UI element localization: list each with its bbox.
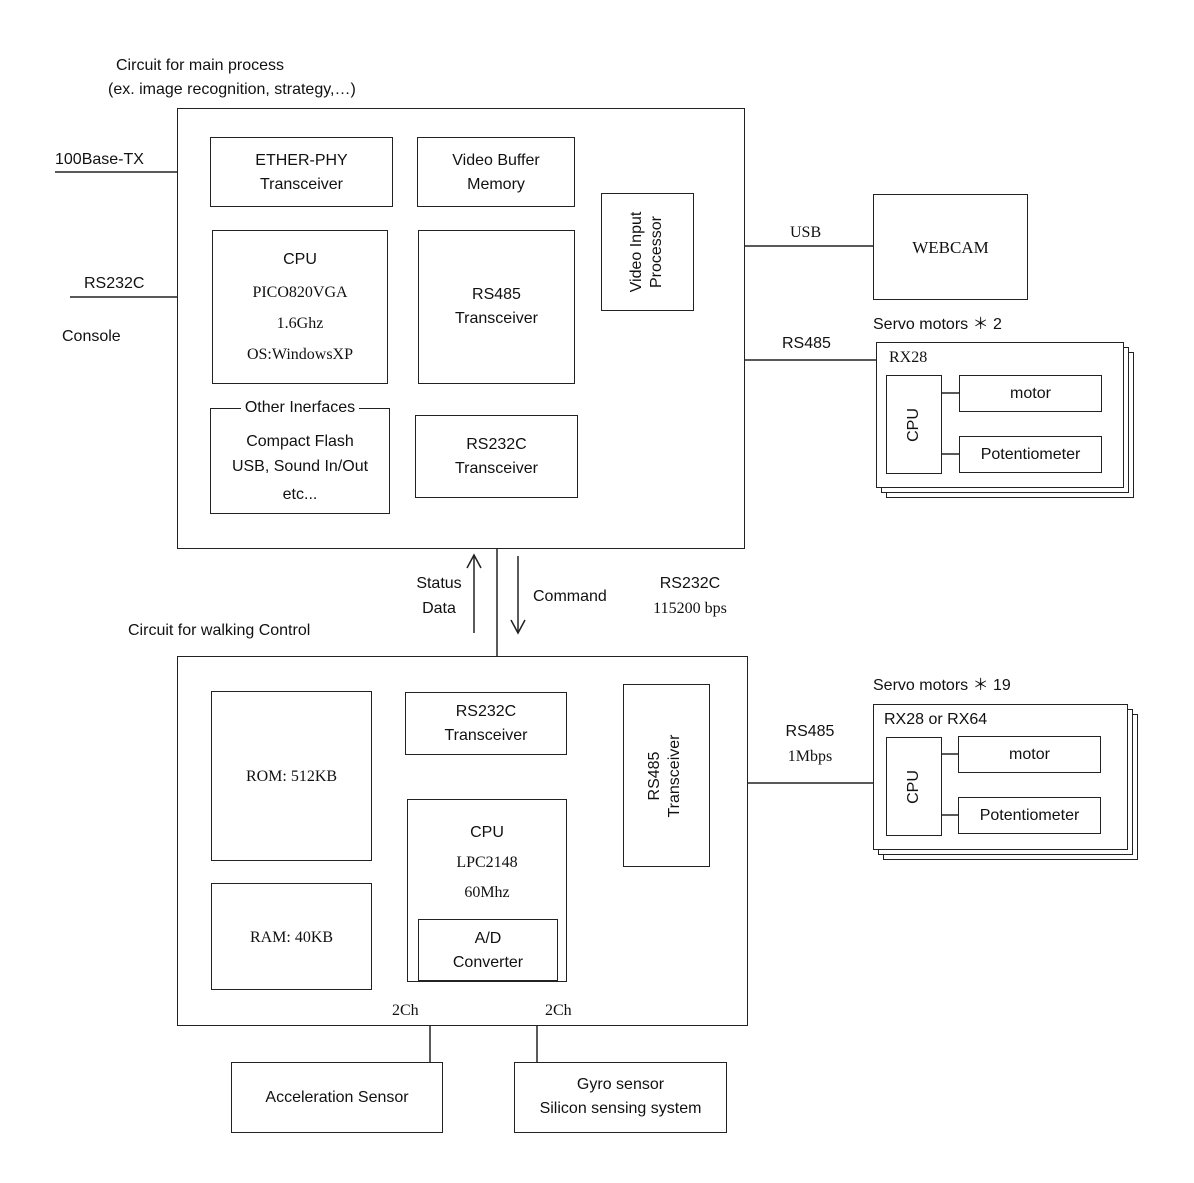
servo-top-link-label: RS485 (782, 335, 831, 352)
rs232c-link-label: RS232C (659, 575, 721, 592)
rom-label: ROM: 512KB (245, 768, 338, 785)
main-cpu-block: CPU PICO820VGA 1.6Ghz OS:WindowsXP (212, 230, 388, 384)
video-buffer-line2: Memory (467, 176, 525, 193)
adc-line2: Converter (452, 954, 524, 971)
acceleration-sensor-label: Acceleration Sensor (265, 1089, 409, 1106)
adc-line1: A/D (474, 930, 502, 947)
ch-left-label: 2Ch (392, 1002, 419, 1019)
video-input-processor-block: Video Input Processor (601, 193, 694, 311)
rs232c-baud-label: 115200 bps (653, 600, 727, 617)
walk-rs232c-line1: RS232C (455, 703, 517, 720)
main-rs485-line1: RS485 (472, 286, 521, 303)
main-circuit-subtitle: (ex. image recognition, strategy,…) (108, 81, 356, 98)
rs232c-console-label: RS232C (84, 275, 145, 292)
webcam-block: WEBCAM (873, 194, 1028, 300)
servo-top-model: RX28 (889, 349, 928, 366)
gyro-sensor-line2: Silicon sensing system (539, 1100, 702, 1117)
console-label: Console (62, 328, 121, 345)
webcam-label: WEBCAM (912, 238, 989, 257)
gyro-sensor-block: Gyro sensor Silicon sensing system (514, 1062, 727, 1133)
servo-bottom-card: RX28 or RX64 CPU motor Potentiometer (873, 704, 1128, 850)
ether-phy-line2: Transceiver (260, 176, 343, 193)
servo-bottom-cpu: CPU (886, 737, 942, 836)
servo-bottom-pot: Potentiometer (958, 797, 1101, 834)
walk-rs232c-line2: Transceiver (444, 727, 528, 744)
command-label: Command (533, 588, 607, 605)
main-rs232c-block: RS232C Transceiver (415, 415, 578, 498)
servo-top-card: RX28 CPU motor Potentiometer (876, 342, 1124, 488)
other-item-3: etc... (282, 486, 318, 503)
ethernet-label: 100Base-TX (55, 151, 144, 168)
walk-cpu-label: CPU (470, 824, 504, 841)
ram-label: RAM: 40KB (249, 929, 334, 946)
servo-top-cpu: CPU (886, 375, 942, 474)
servo-top-pot: Potentiometer (959, 436, 1102, 473)
video-buffer-block: Video Buffer Memory (417, 137, 575, 207)
main-rs232c-line2: Transceiver (455, 460, 538, 477)
servo-bottom-link-label: RS485 (785, 723, 835, 740)
walk-circuit-title: Circuit for walking Control (128, 622, 311, 639)
walk-cpu-block: CPU LPC2148 60Mhz A/D Converter (407, 799, 567, 982)
main-cpu-os: OS:WindowsXP (246, 346, 354, 363)
main-cpu-label: CPU (283, 251, 317, 268)
video-input-line2: Processor (648, 215, 665, 289)
other-item-1: Compact Flash (246, 433, 354, 450)
data-label: Data (422, 600, 456, 617)
ch-right-label: 2Ch (545, 1002, 572, 1019)
adc-block: A/D Converter (418, 919, 558, 981)
servo-bottom-baud-label: 1Mbps (787, 748, 833, 765)
video-buffer-line1: Video Buffer (452, 152, 540, 169)
other-item-2: USB, Sound In/Out (231, 458, 369, 475)
acceleration-sensor-block: Acceleration Sensor (231, 1062, 443, 1133)
walk-cpu-model: LPC2148 (456, 854, 518, 871)
walk-rs485-block: RS485 Transceiver (623, 684, 710, 867)
video-input-line1: Video Input (628, 211, 645, 293)
walk-rs232c-block: RS232C Transceiver (405, 692, 567, 755)
main-rs232c-line1: RS232C (466, 436, 527, 453)
gyro-sensor-line1: Gyro sensor (576, 1076, 665, 1093)
main-rs485-line2: Transceiver (455, 310, 538, 327)
other-interfaces-block: Other Inerfaces Compact Flash USB, Sound… (210, 399, 390, 514)
status-label: Status (416, 575, 462, 592)
servo-bottom-model: RX28 or RX64 (884, 711, 988, 728)
servo-bottom-title: Servo motors ＊ 19 (873, 677, 1011, 694)
servo-top-motor: motor (959, 375, 1102, 412)
main-circuit-title: Circuit for main process (116, 57, 285, 74)
ram-block: RAM: 40KB (211, 883, 372, 990)
ether-phy-block: ETHER-PHY Transceiver (210, 137, 393, 207)
servo-top-title: Servo motors ＊ 2 (873, 316, 1002, 333)
servo-bottom-motor: motor (958, 736, 1101, 773)
other-interfaces-title: Other Inerfaces (240, 399, 360, 416)
walk-rs485-line1: RS485 (646, 751, 663, 801)
ether-phy-line1: ETHER-PHY (255, 152, 348, 169)
main-cpu-model: PICO820VGA (252, 284, 348, 301)
usb-label: USB (790, 224, 822, 241)
walk-rs485-line2: Transceiver (666, 734, 683, 818)
main-cpu-clock: 1.6Ghz (276, 315, 324, 332)
walk-cpu-clock: 60Mhz (464, 884, 510, 901)
rom-block: ROM: 512KB (211, 691, 372, 861)
main-rs485-block: RS485 Transceiver (418, 230, 575, 384)
